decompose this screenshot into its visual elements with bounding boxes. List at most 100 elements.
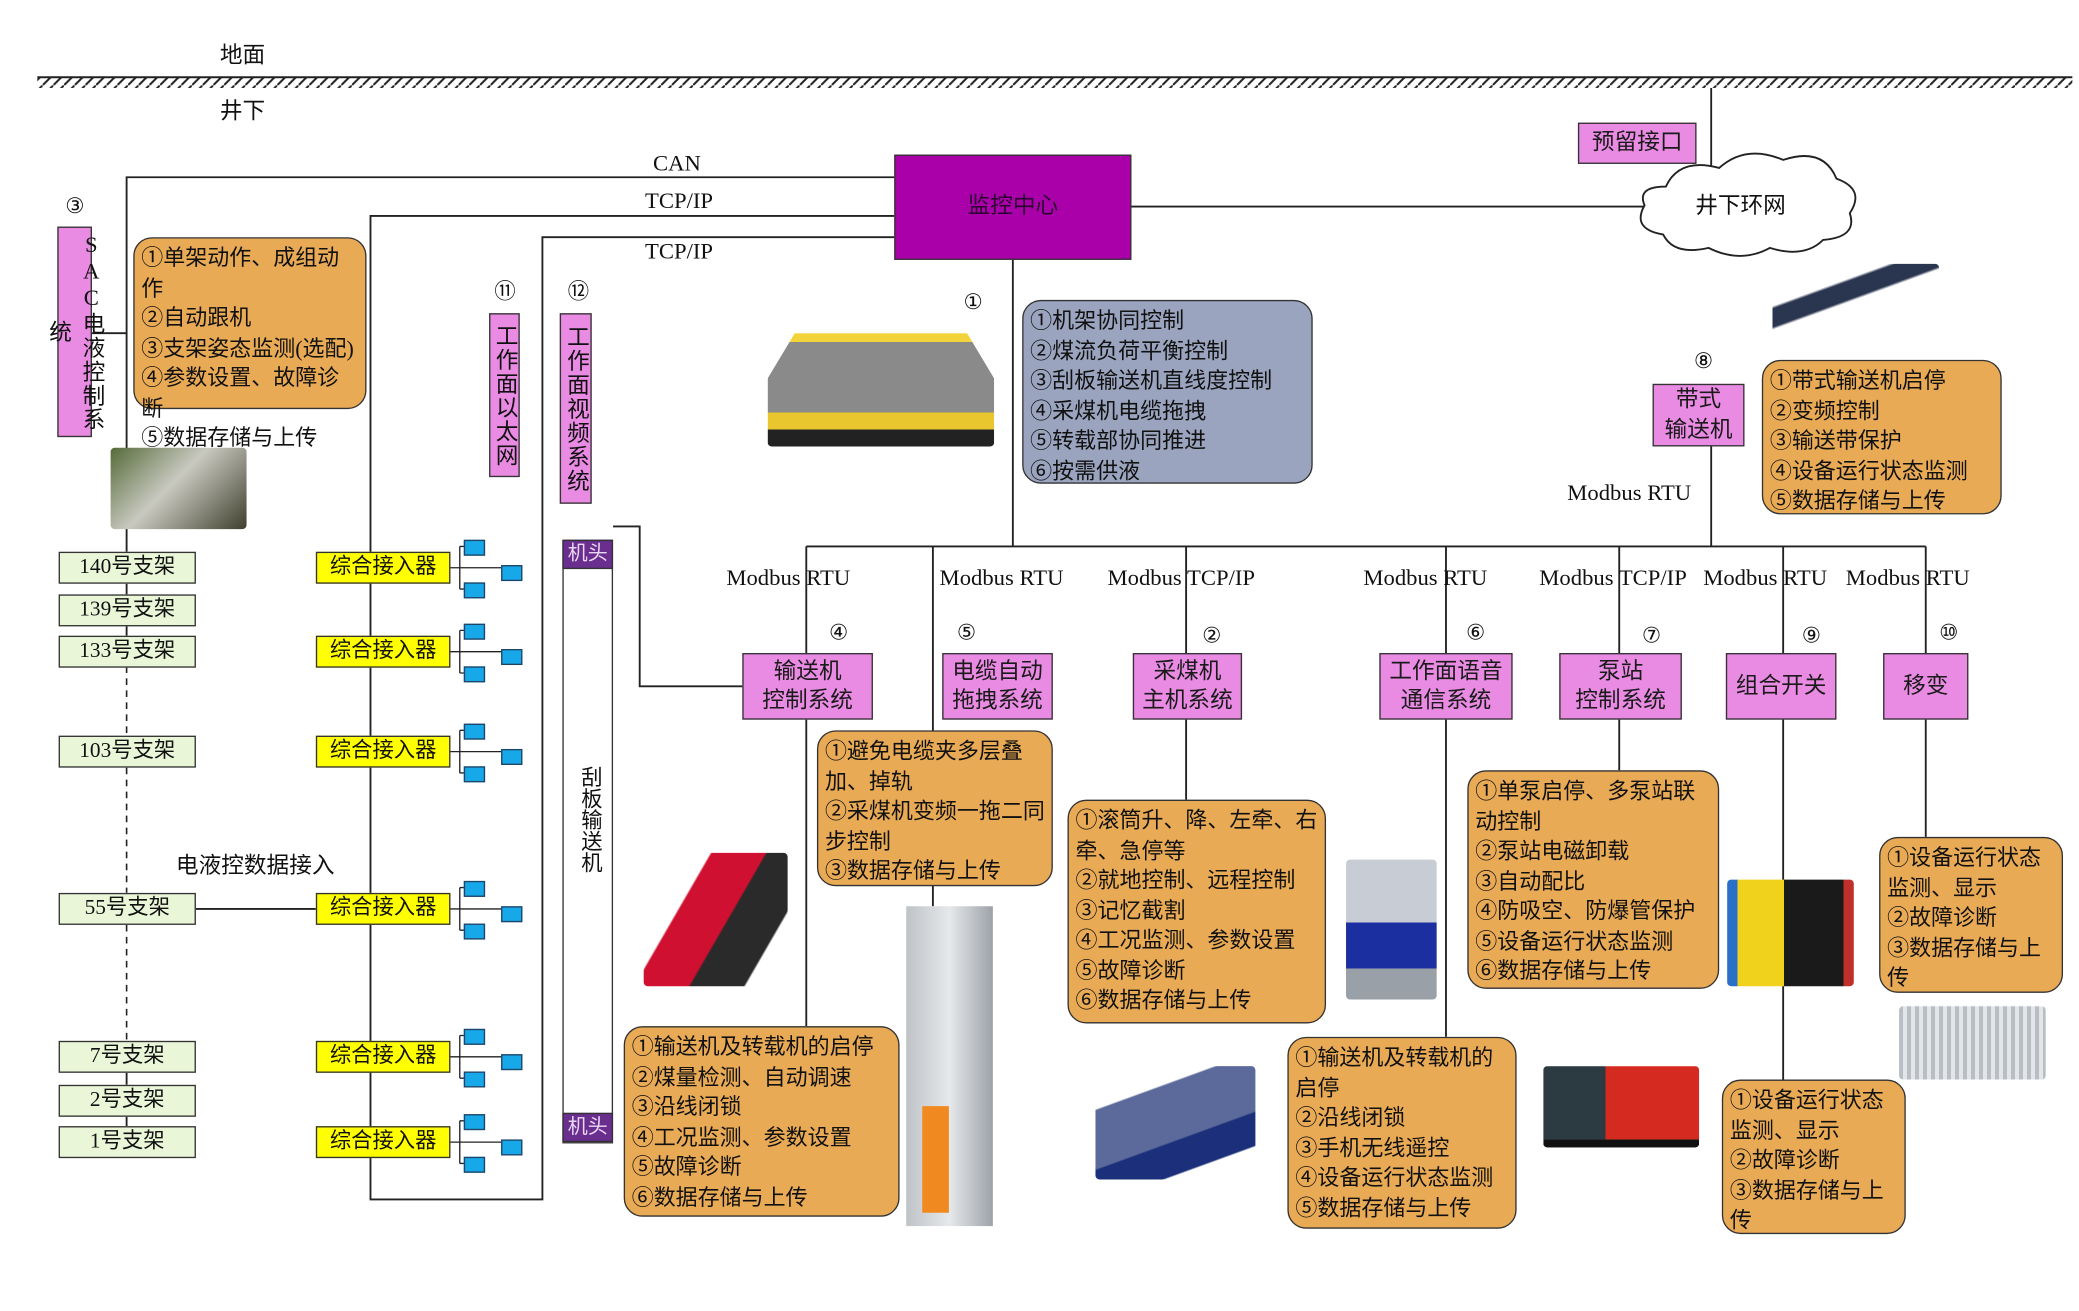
bus-label-shearer: Modbus TCP/IP <box>1107 565 1256 591</box>
camera-icon <box>501 906 523 923</box>
conveyor-control-box[interactable]: 输送机 控制系统 <box>742 653 873 720</box>
camera-icon <box>463 1028 486 1045</box>
scraper-conveyor-photo <box>643 852 788 987</box>
camera-icon <box>463 766 486 783</box>
number-4: ④ <box>828 622 849 646</box>
cable-drag-photo <box>906 906 993 1227</box>
combination-switch-photo <box>1727 879 1854 987</box>
tcpip-link-label: TCP/IP <box>645 238 714 264</box>
camera-icon <box>463 623 486 640</box>
support-55[interactable]: 55号支架 <box>58 892 196 925</box>
support-140[interactable]: 140号支架 <box>58 551 196 584</box>
hydraulic-support-photo <box>110 447 247 530</box>
camera-icon <box>501 748 523 765</box>
sac-system-box[interactable]: SAC电液控制系统 <box>45 226 104 438</box>
integrated-accessor[interactable]: 综合接入器 <box>315 1040 451 1073</box>
ehc-data-access-label: 电液控数据接入 <box>175 852 335 879</box>
bus-label-conveyor: Modbus RTU <box>726 565 851 591</box>
integrated-accessor[interactable]: 综合接入器 <box>315 892 451 925</box>
camera-icon <box>501 1139 523 1156</box>
belt-conveyor-box[interactable]: 带式 输送机 <box>1652 383 1745 447</box>
integrated-accessor[interactable]: 综合接入器 <box>315 1126 451 1159</box>
number-8: ⑧ <box>1693 350 1713 374</box>
bus-label-pump: Modbus TCP/IP <box>1539 565 1687 591</box>
support-103[interactable]: 103号支架 <box>58 735 196 768</box>
ground-above-label: 地面 <box>219 42 266 68</box>
camera-icon <box>463 582 486 599</box>
number-11: ⑪ <box>494 281 516 304</box>
video-system-box[interactable]: 工作面视频系统 <box>559 313 592 504</box>
number-3: ③ <box>65 195 85 219</box>
belt-conveyor-photo <box>1772 263 1940 344</box>
number-9: ⑨ <box>1801 625 1821 648</box>
support-133[interactable]: 133号支架 <box>58 635 196 668</box>
mobile-transformer-box[interactable]: 移变 <box>1883 653 1969 720</box>
shearer-photo <box>1095 1066 1256 1180</box>
mobile-transformer-photo <box>1899 1006 2046 1080</box>
camera-icon <box>501 649 523 666</box>
support-1[interactable]: 1号支架 <box>58 1126 196 1159</box>
number-2: ② <box>1202 625 1222 648</box>
tcpip-link-label: TCP/IP <box>645 187 714 214</box>
reserved-port-box[interactable]: 预留接口 <box>1577 122 1697 164</box>
machine-head-bottom[interactable]: 机头 <box>562 1112 614 1143</box>
number-6: ⑥ <box>1465 622 1486 646</box>
camera-icon <box>501 565 523 582</box>
ethernet-system-box[interactable]: 工作面以太网 <box>489 313 520 478</box>
camera-icon <box>463 923 486 940</box>
belt-protocol-label: Modbus RTU <box>1567 479 1692 506</box>
camera-icon <box>463 880 486 897</box>
camera-icon <box>463 539 486 556</box>
integrated-accessor[interactable]: 综合接入器 <box>315 551 451 584</box>
combination-switch-box[interactable]: 组合开关 <box>1725 653 1837 720</box>
scraper-conveyor-box[interactable] <box>562 539 614 1144</box>
camera-icon <box>463 723 486 740</box>
cable-drag-box[interactable]: 电缆自动 拖拽系统 <box>942 653 1053 720</box>
integrated-accessor[interactable]: 综合接入器 <box>315 635 451 668</box>
bus-label-switch: Modbus RTU <box>1703 565 1828 591</box>
support-139[interactable]: 139号支架 <box>58 594 196 627</box>
bus-label-voice: Modbus RTU <box>1363 565 1488 591</box>
bus-label-cable: Modbus RTU <box>939 565 1064 591</box>
can-link-label: CAN <box>653 150 701 176</box>
voice-system-photo <box>1346 859 1437 1000</box>
number-1: ① <box>963 291 983 315</box>
number-12: ⑫ <box>567 281 590 304</box>
ring-network-cloud <box>1639 152 1857 257</box>
number-10: ⑩ <box>1939 622 1959 646</box>
support-7[interactable]: 7号支架 <box>58 1040 196 1073</box>
camera-icon <box>463 1071 486 1088</box>
bus-label-transformer: Modbus RTU <box>1845 565 1970 591</box>
camera-icon <box>463 1156 486 1173</box>
camera-icon <box>463 666 486 683</box>
cable-drag-trolley <box>922 1106 949 1213</box>
number-5: ⑤ <box>956 622 976 646</box>
camera-icon <box>501 1054 523 1071</box>
ground-below-label: 井下 <box>219 98 266 124</box>
control-center-box[interactable]: 监控中心 <box>894 154 1132 260</box>
voice-communication-box[interactable]: 工作面语音 通信系统 <box>1379 653 1513 720</box>
ring-network-label: 井下环网 <box>1695 193 1786 219</box>
integrated-accessor[interactable]: 综合接入器 <box>315 735 451 768</box>
scraper-conveyor-label: 刮板输送机 <box>577 766 600 873</box>
pump-station-box[interactable]: 泵站 控制系统 <box>1559 653 1682 720</box>
camera-icon <box>463 1114 486 1131</box>
control-center-photo <box>767 333 995 447</box>
machine-head-top[interactable]: 机头 <box>562 539 614 570</box>
pump-photo <box>1543 1066 1700 1148</box>
support-2[interactable]: 2号支架 <box>58 1084 196 1117</box>
number-7: ⑦ <box>1641 625 1662 648</box>
shearer-host-box[interactable]: 采煤机 主机系统 <box>1132 653 1243 720</box>
